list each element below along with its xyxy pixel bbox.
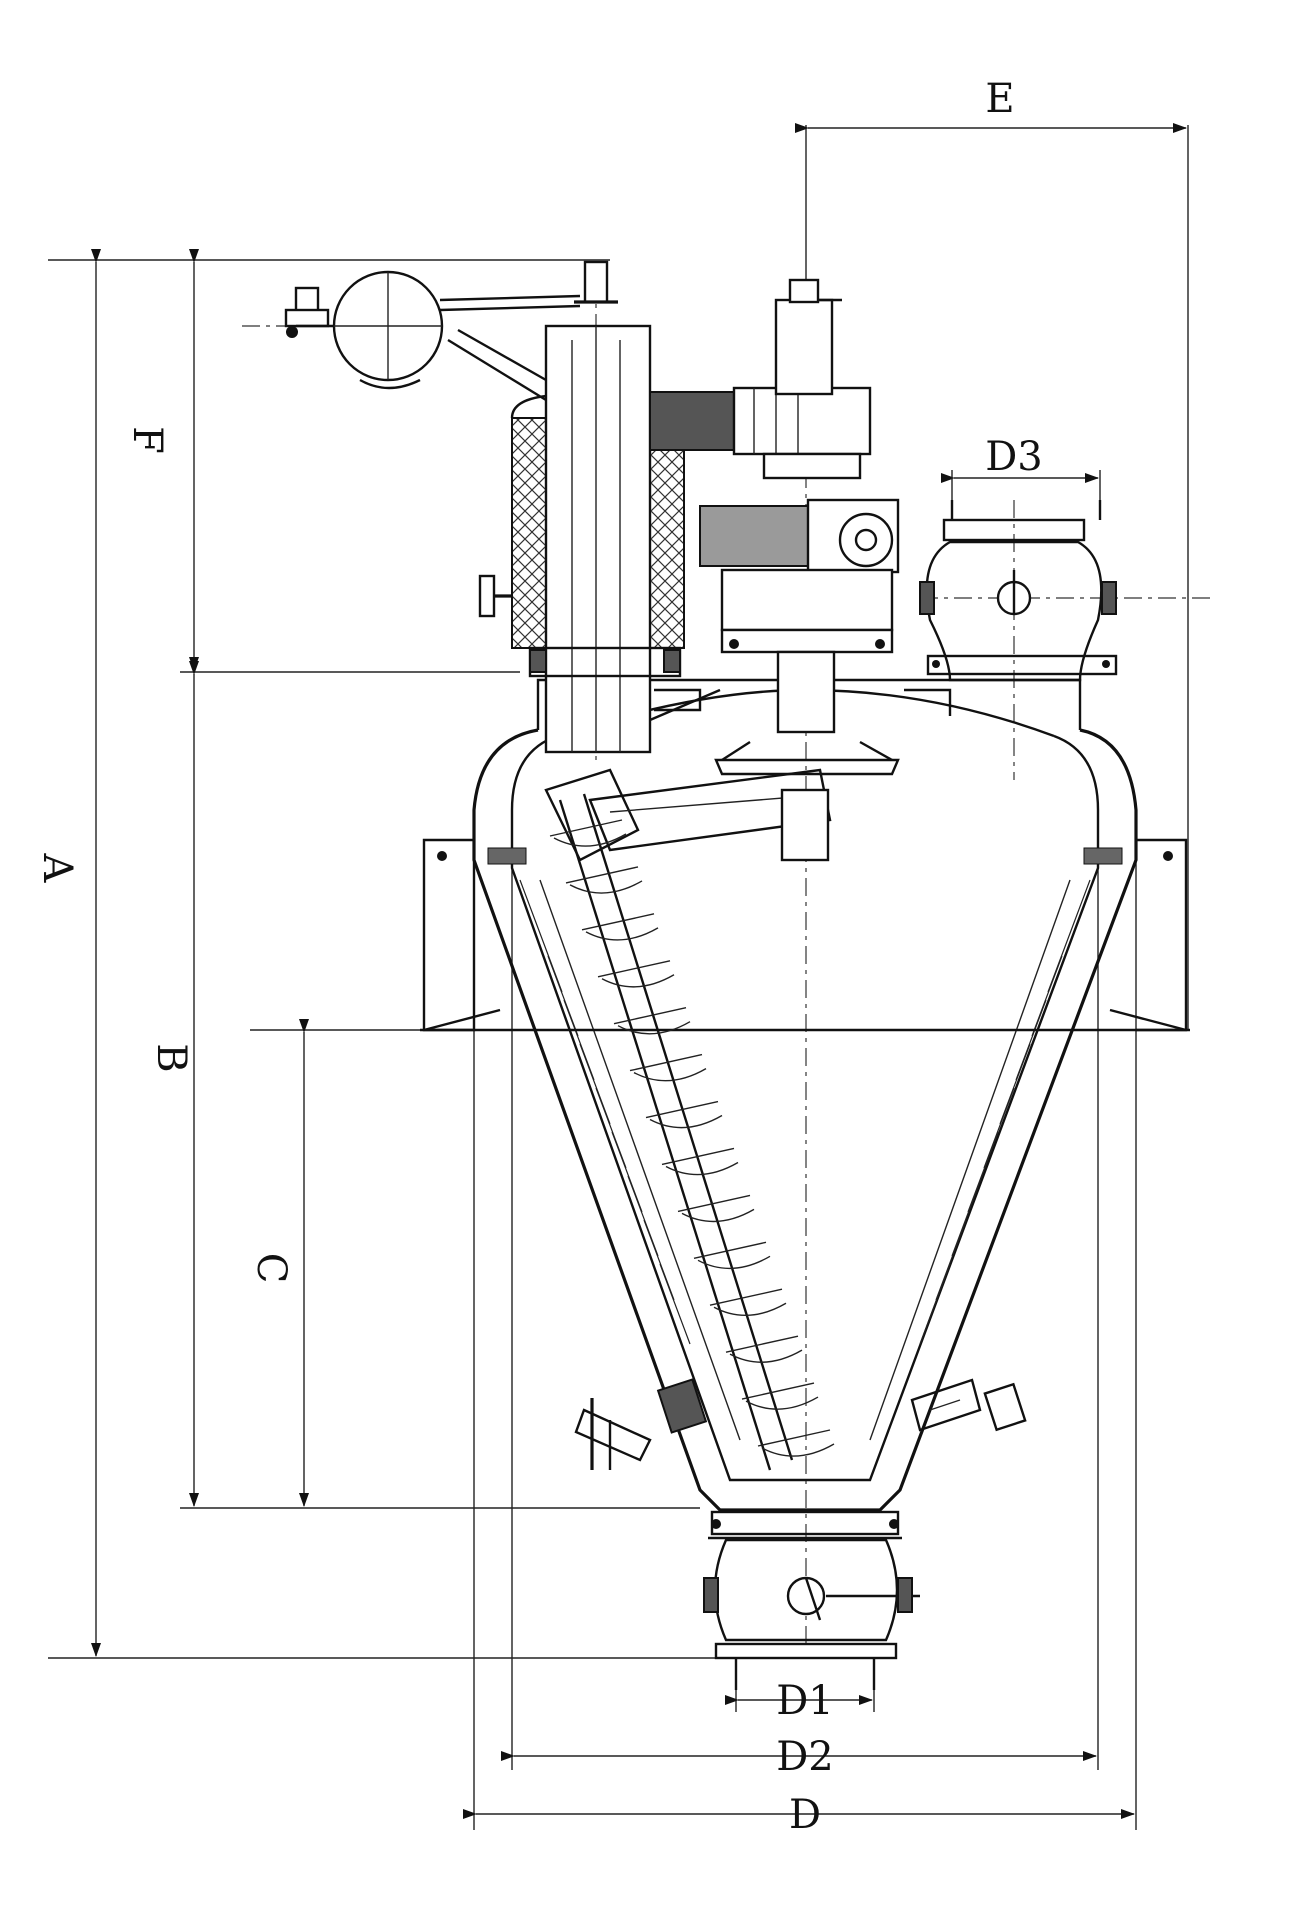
- dim-label-D3: D3: [985, 434, 1043, 480]
- screw-flight: [549, 819, 627, 847]
- mixing-screw: [544, 768, 835, 1471]
- head-nozzles: [649, 688, 952, 722]
- screw-flight: [709, 1288, 787, 1317]
- screw-flight: [741, 1382, 819, 1410]
- center-lines: [242, 280, 1210, 1650]
- screw-flight: [597, 960, 675, 988]
- discharge-valve: [703, 1510, 920, 1690]
- gearbox: [699, 498, 900, 862]
- dim-label-E: E: [985, 76, 1014, 122]
- screw-flight: [629, 1053, 707, 1082]
- jacket-blocks-left: [487, 847, 527, 865]
- drive-motor: [649, 278, 872, 480]
- filter-column: [478, 260, 686, 754]
- dim-label-D2: D2: [776, 1734, 834, 1780]
- sample-nozzle-right: [910, 1378, 1027, 1432]
- screw-flight: [645, 1100, 723, 1129]
- screw-flight: [725, 1335, 803, 1363]
- feed-inlet: [919, 500, 1118, 682]
- dimension-labels: A F B C E D3 D1 D2 D: [34, 76, 1043, 1838]
- dust-collector-tank: [284, 270, 581, 402]
- dim-label-F: F: [124, 426, 170, 454]
- dim-label-A: A: [34, 853, 80, 884]
- jacket-blocks-right: [1083, 847, 1123, 865]
- support-lugs: [420, 838, 1190, 1032]
- dim-label-D: D: [789, 1792, 821, 1838]
- screw-flight: [613, 1007, 691, 1035]
- screw-flight: [661, 1147, 739, 1176]
- dim-label-C: C: [248, 1253, 294, 1284]
- mixing-arm: [714, 740, 900, 776]
- screw-flight: [565, 866, 643, 894]
- screw-flights: [549, 819, 835, 1457]
- screw-flight: [677, 1194, 755, 1223]
- dim-label-D1: D1: [776, 1678, 834, 1724]
- dim-label-B: B: [148, 1043, 194, 1072]
- screw-flight: [693, 1241, 771, 1270]
- screw-flight: [757, 1429, 835, 1457]
- screw-flight: [581, 913, 659, 941]
